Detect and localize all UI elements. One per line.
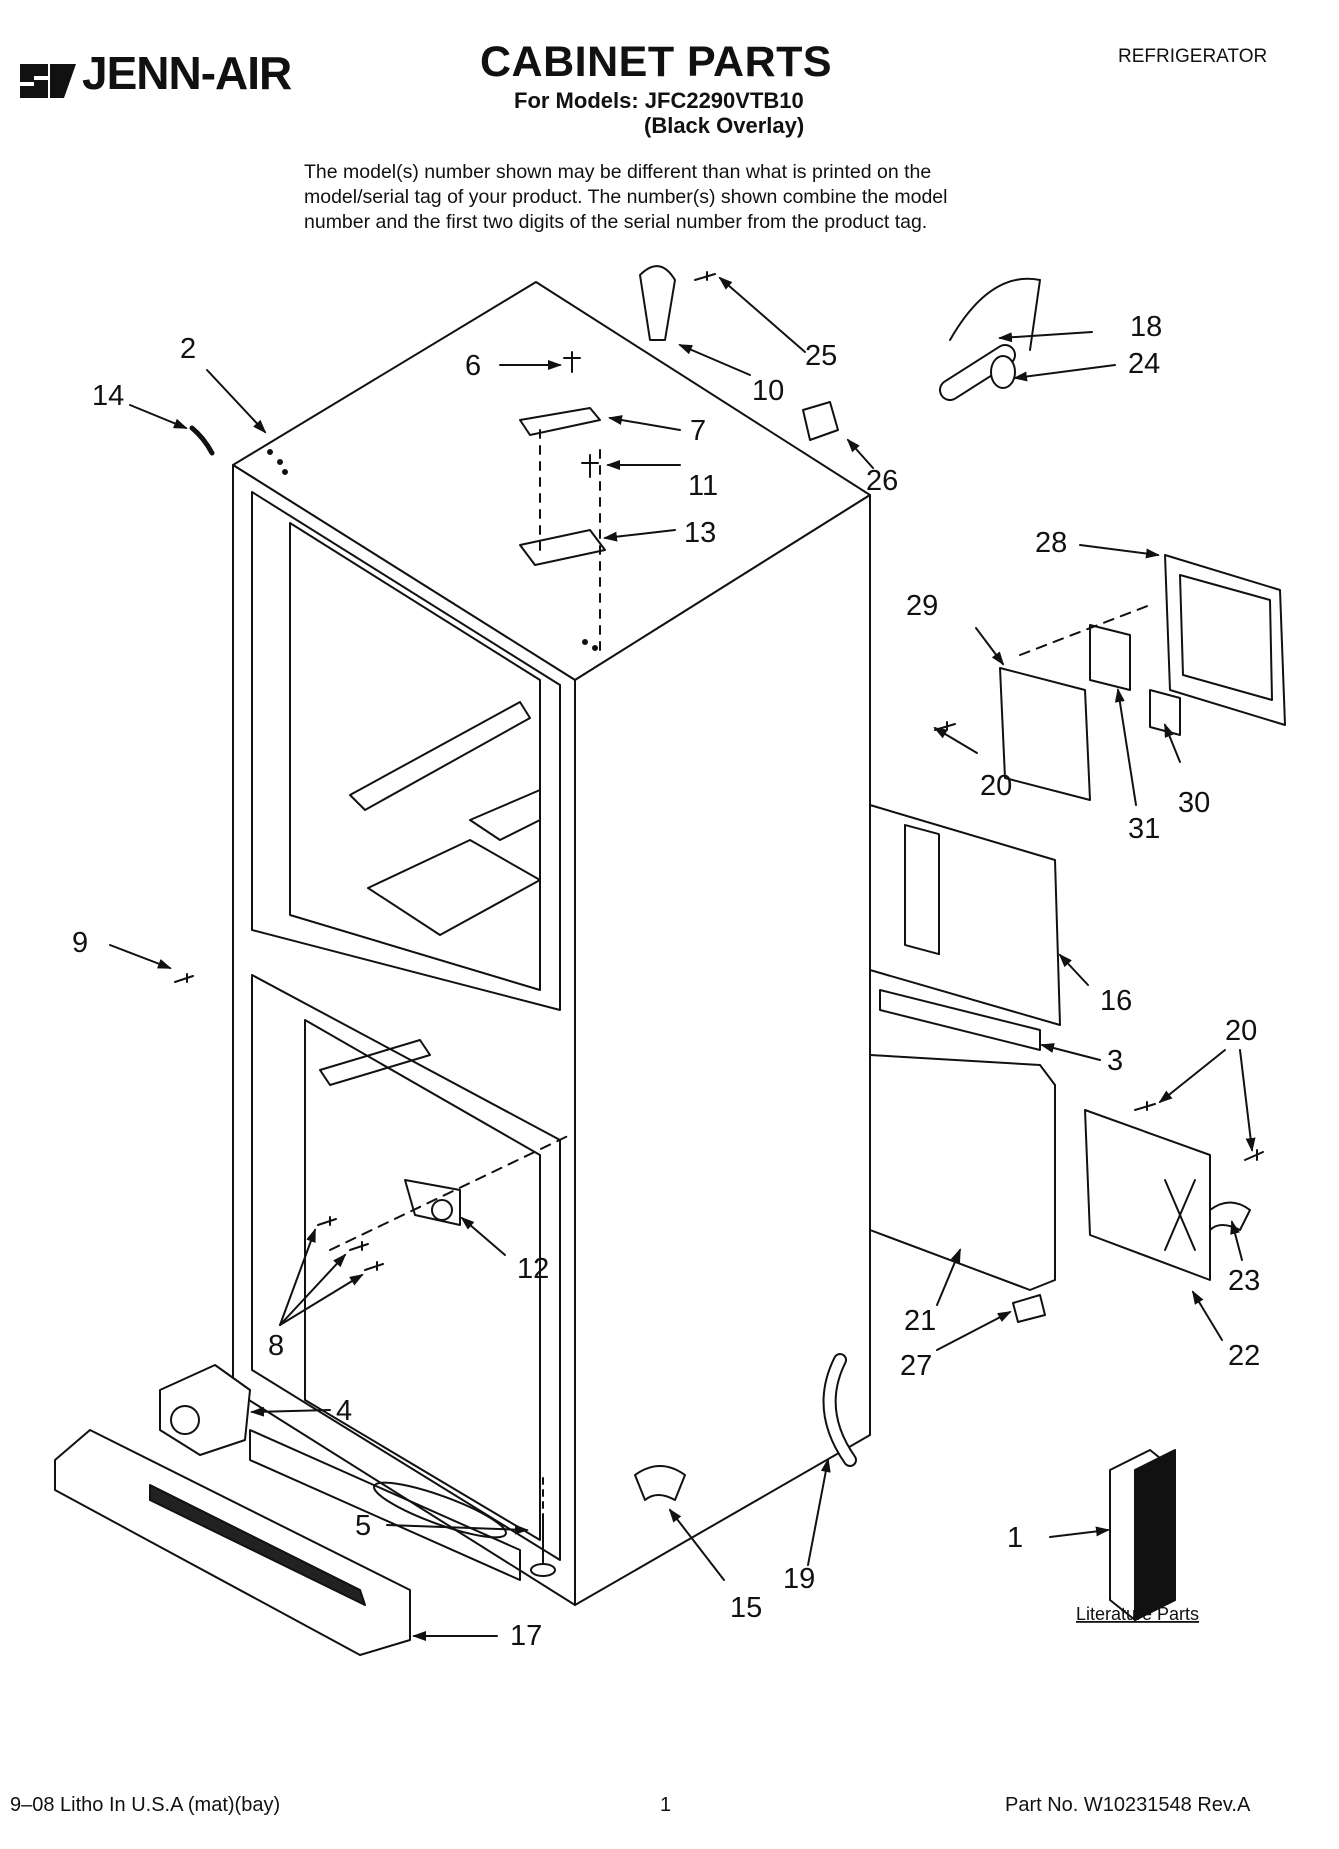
part-water-tube-18 xyxy=(939,277,1041,401)
disclaimer-line: model/serial tag of your product. The nu… xyxy=(304,186,948,208)
callout-24: 24 xyxy=(1128,348,1160,380)
callout-30: 30 xyxy=(1178,787,1210,819)
callout-17: 17 xyxy=(510,1620,542,1652)
part-literature-1 xyxy=(1109,1449,1176,1621)
part-tape-14 xyxy=(189,425,215,456)
part-screws-8 xyxy=(317,1216,384,1271)
callout-9: 9 xyxy=(72,927,88,959)
part-leveling-leg-5 xyxy=(530,1477,556,1577)
brand-logo: JENN-AIR xyxy=(18,38,338,108)
part-grille-16 xyxy=(869,804,1061,1026)
page-title: CABINET PARTS xyxy=(480,38,833,86)
part-roller-4 xyxy=(159,1364,251,1456)
part-hinge-top xyxy=(519,351,606,651)
callout-21: 21 xyxy=(904,1305,936,1337)
part-toe-panel-21 xyxy=(869,1054,1056,1291)
callout-22: 22 xyxy=(1228,1340,1260,1372)
part-cover-29 xyxy=(999,667,1091,801)
part-base-grille-17 xyxy=(54,1429,411,1656)
model-variant: (Black Overlay) xyxy=(644,113,805,138)
brand-name: JENN-AIR xyxy=(82,47,292,99)
callout-18: 18 xyxy=(1130,311,1162,343)
part-clamp-15 xyxy=(634,1465,686,1501)
part-clamp-23 xyxy=(1134,1101,1264,1231)
callout-20a: 20 xyxy=(980,770,1012,802)
callout-16: 16 xyxy=(1100,985,1132,1017)
print-info: 9–08 Litho In U.S.A (mat)(bay) xyxy=(10,1794,281,1816)
part-clip-26 xyxy=(802,401,839,441)
callout-10: 10 xyxy=(752,375,784,407)
callout-8: 8 xyxy=(268,1330,284,1362)
product-category: REFRIGERATOR xyxy=(1118,46,1268,67)
callout-19: 19 xyxy=(783,1563,815,1595)
part-screw-9 xyxy=(174,973,194,983)
callout-12: 12 xyxy=(517,1253,549,1285)
callout-5: 5 xyxy=(355,1510,371,1542)
part-clip-27 xyxy=(1012,1294,1046,1323)
part-control-housing-28 xyxy=(1019,554,1286,736)
callout-27: 27 xyxy=(900,1350,932,1382)
disclaimer-line: The model(s) number shown may be differe… xyxy=(304,161,932,183)
callout-14: 14 xyxy=(92,380,124,412)
part-bracket-10 xyxy=(639,265,716,341)
leader-lines xyxy=(109,276,1256,1641)
callout-2: 2 xyxy=(180,333,196,365)
jenn-air-logo-icon xyxy=(20,64,76,98)
callout-6: 6 xyxy=(465,350,481,382)
disclaimer: The model(s) number shown may be differe… xyxy=(304,160,1124,235)
callout-23: 23 xyxy=(1228,1265,1260,1297)
callout-20b: 20 xyxy=(1225,1015,1257,1047)
cabinet-shell xyxy=(232,281,871,1606)
literature-parts-label: Literature Parts xyxy=(1076,1604,1199,1624)
part-bracket-12 xyxy=(329,1134,571,1251)
callout-7: 7 xyxy=(690,415,706,447)
disclaimer-line: number and the first two digits of the s… xyxy=(304,211,928,233)
callout-29: 29 xyxy=(906,590,938,622)
callout-11: 11 xyxy=(688,470,718,502)
part-hose-19 xyxy=(822,1353,857,1467)
callout-13: 13 xyxy=(684,517,716,549)
callout-28: 28 xyxy=(1035,527,1067,559)
callout-numbers: 1 2 3 4 5 6 7 8 9 10 11 12 13 14 15 16 1… xyxy=(72,311,1260,1652)
callout-31: 31 xyxy=(1128,813,1160,845)
callout-4: 4 xyxy=(336,1395,352,1427)
callout-26: 26 xyxy=(866,465,898,497)
callout-3: 3 xyxy=(1107,1045,1123,1077)
model-line: For Models: JFC2290VTB10 xyxy=(514,88,804,113)
callout-25: 25 xyxy=(805,340,837,372)
part-number: Part No. W10231548 Rev.A xyxy=(1005,1794,1251,1816)
callout-1: 1 xyxy=(1007,1522,1023,1554)
page-number: 1 xyxy=(660,1794,672,1816)
part-panel-3 xyxy=(879,989,1041,1051)
part-bracket-22 xyxy=(1084,1109,1211,1281)
callout-15: 15 xyxy=(730,1592,762,1624)
